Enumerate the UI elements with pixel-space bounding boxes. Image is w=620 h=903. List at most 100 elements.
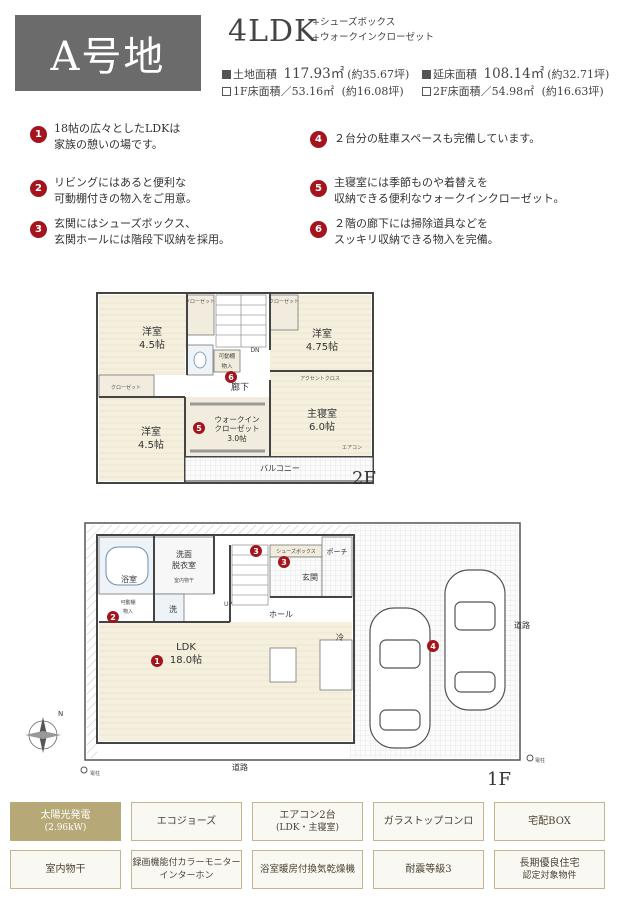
feature-number-badge: 1 — [30, 126, 47, 143]
svg-text:3: 3 — [281, 558, 287, 567]
room-name-bath: 浴室 — [121, 574, 137, 584]
room-master — [270, 371, 371, 457]
marker-6: 6 — [225, 371, 237, 383]
car-icon — [369, 607, 431, 749]
storage-label: 物入 — [123, 608, 133, 615]
land-area: 土地面積 117.93㎡(約35.67坪) — [222, 62, 409, 82]
floor-2f-label: 2F — [352, 468, 376, 489]
land-area-value: 117.93㎡ — [283, 66, 345, 82]
room-yoshitsu-a — [99, 295, 187, 375]
room-name-yoshitsu-b: 洋室 — [312, 327, 332, 340]
room-name-yoshitsu-a: 洋室 — [142, 325, 162, 338]
room-name-master: 主寝室 — [307, 407, 337, 420]
feature-number-badge: 2 — [30, 180, 47, 197]
feature-1: 1 18帖の広々としたLDKは家族の憩いの場です。 — [30, 121, 180, 153]
extra-wic: +ウォークインクローゼット — [312, 32, 434, 43]
equip-seismic: 耐震等級3 — [373, 850, 484, 889]
stairs-2f — [215, 294, 267, 348]
closet-label: クローゼット — [269, 298, 299, 305]
equip-delivery-box: 宅配BOX — [494, 802, 605, 841]
room-yoshitsu-c — [99, 397, 185, 481]
marker-4: 4 — [427, 640, 439, 652]
equip-glass-stove: ガラストップコンロ — [373, 802, 484, 841]
walls-1f — [99, 535, 352, 623]
floor-1f-label: 1F — [487, 769, 511, 790]
feature-2: 2 リビングにはあると便利な可動棚付きの物入をご用意。 — [30, 175, 197, 207]
plan-extras: +シューズボックス +ウォークインクローゼット — [312, 15, 434, 45]
lot-badge: A号地 — [15, 15, 201, 91]
equip-indoor-dryer: 室内物干 — [10, 850, 121, 889]
dn-label: DN — [250, 347, 259, 354]
marker-3: 3 — [278, 556, 290, 568]
porch-label: ポーチ — [327, 548, 348, 556]
toilet-1f — [153, 593, 185, 623]
stairs-1f — [231, 544, 269, 606]
closet-label: クローゼット — [185, 298, 215, 305]
pole-icon — [80, 766, 88, 774]
feature-number-badge: 5 — [310, 180, 327, 197]
pole-label: 電柱 — [535, 757, 545, 764]
closet-a — [186, 294, 215, 336]
svg-text:6: 6 — [228, 373, 234, 382]
hall-label: ホール — [269, 610, 293, 619]
room-size-wic: 3.0帖 — [227, 433, 247, 443]
svg-text:3: 3 — [253, 547, 259, 556]
pole-label: 電柱 — [90, 770, 100, 777]
kitchen-island — [269, 647, 297, 683]
equip-bath-dryer: 浴室暖房付換気乾燥機 — [252, 850, 363, 889]
pole-icon — [526, 754, 534, 762]
equip-ecojozu: エコジョーズ — [131, 802, 242, 841]
marker-1: 1 — [151, 655, 163, 667]
filled-square-icon — [222, 70, 231, 79]
plan-type: 4LDK — [228, 14, 318, 49]
room-name-wic-2: クローゼット — [215, 423, 260, 433]
equip-solar: 太陽光発電(2.96kW) — [10, 802, 121, 841]
storage-2f — [213, 349, 241, 373]
feature-6: 6 ２階の廊下には掃除道具などをスッキリ収納できる物入を完備。 — [310, 216, 499, 248]
entrance-label: 玄関 — [302, 572, 318, 582]
road-right-label: 道路 — [514, 620, 530, 630]
planting-top — [87, 525, 518, 535]
balcony-label: バルコニー — [260, 464, 300, 473]
floor-plans: 洋室 4.5帖 洋室 4.75帖 洋室 4.5帖 主寝室 6.0帖 ウォークイン… — [25, 292, 545, 777]
room-name-yoshitsu-c: 洋室 — [141, 425, 161, 438]
room-name-wic-1: ウォークイン — [215, 415, 260, 424]
marker-3: 3 — [250, 545, 262, 557]
balcony — [184, 456, 374, 482]
svg-text:4: 4 — [430, 642, 436, 651]
svg-text:N: N — [58, 710, 63, 718]
feature-4: 4 ２台分の駐車スペースも完備しています。 — [310, 126, 540, 148]
storage-label: 物入 — [221, 362, 233, 370]
kitchen-counter — [319, 639, 353, 691]
svg-text:1: 1 — [154, 657, 160, 666]
floor-area-2f: 2F床面積／54.98㎡ (約16.63坪) — [422, 83, 604, 99]
total-floor-area-value: 108.14㎡ — [483, 66, 545, 82]
feature-3: 3 玄関にはシューズボックス、玄関ホールには階段下収納を採用。 — [30, 216, 230, 248]
feature-number-badge: 3 — [30, 221, 47, 238]
svg-text:2: 2 — [110, 613, 116, 622]
equip-aircon: エアコン2台(LDK・主寝室) — [252, 802, 363, 841]
planting-left — [87, 525, 97, 758]
feature-number-badge: 6 — [310, 221, 327, 238]
equip-long-term: 長期優良住宅認定対象物件 — [494, 850, 605, 889]
room-size-master: 6.0帖 — [309, 420, 335, 433]
toilet-label: 洗 — [169, 604, 177, 614]
road-bottom-label: 道路 — [232, 762, 248, 772]
compass-icon: N — [25, 710, 63, 753]
svg-text:5: 5 — [196, 424, 202, 433]
movable-shelf-label: 可動棚 — [120, 599, 135, 606]
total-floor-area: 延床面積 108.14㎡(約32.71坪) — [422, 62, 609, 82]
feature-number-badge: 4 — [310, 131, 327, 148]
equip-monitor-intercom: 録画機能付カラーモニターインターホン — [131, 850, 242, 889]
bathtub-icon — [105, 546, 149, 586]
floor-2f-plan: 洋室 4.5帖 洋室 4.75帖 洋室 4.5帖 主寝室 6.0帖 ウォークイン… — [96, 292, 374, 484]
aircon-label: エアコン — [342, 445, 362, 451]
room-name-ldk: LDK — [176, 642, 196, 653]
floor-1f-plan: LDK 18.0帖 浴室 洗面 脱衣室 室内物干 洗 シューズボックス ポーチ … — [25, 522, 545, 777]
room-size-yoshitsu-c: 4.5帖 — [138, 438, 164, 451]
toilet-icon — [193, 351, 207, 369]
feature-5: 5 主寝室には季節ものや着替えを収納できる便利なウォークインクローゼット。 — [310, 175, 565, 207]
closet-label: クローゼット — [111, 384, 141, 391]
empty-square-icon — [422, 87, 431, 96]
room-size-yoshitsu-b: 4.75帖 — [306, 340, 338, 353]
